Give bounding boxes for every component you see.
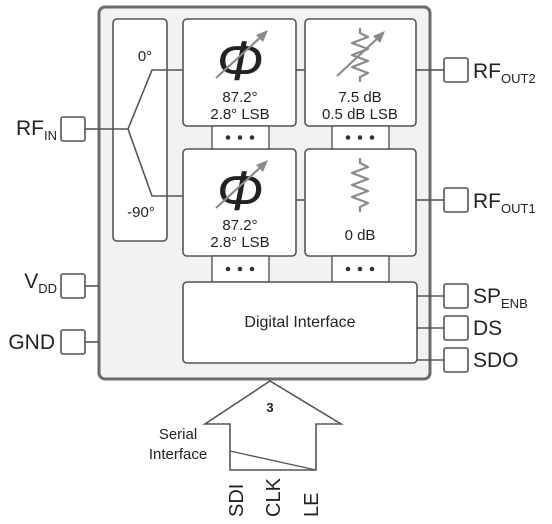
- digital-interface-box: [182, 281, 418, 364]
- digital-interface: Digital Interface: [182, 281, 418, 364]
- sdo-label: SDO: [473, 349, 519, 372]
- splitter-branch-top: [127, 69, 183, 130]
- bus-attenuator-bottom: [331, 255, 390, 283]
- phase-shifter-bottom-lsb: 2.8° LSB: [210, 234, 269, 251]
- attenuator-bottom-value: 0 dB: [345, 227, 376, 244]
- vdd-port: VDD: [24, 270, 99, 299]
- digital-interface-label: Digital Interface: [244, 314, 355, 331]
- serial-interface: 3 Serial Interface SDI CLK LE: [149, 380, 344, 517]
- ds-pad: [443, 315, 469, 341]
- vdd-pad: [60, 273, 86, 299]
- attenuator-top: 7.5 dB 0.5 dB LSB: [304, 18, 417, 127]
- gnd-port: GND: [8, 329, 99, 355]
- rf-out1-pad: [443, 187, 469, 213]
- vdd-label: VDD: [24, 270, 57, 296]
- phase-shifter-icon: Φ: [215, 159, 268, 222]
- rf-in-port: RFIN: [16, 116, 99, 143]
- control-bus-connectors: [211, 125, 390, 283]
- bus-slash: [229, 450, 317, 471]
- sp-enb-port: SPENB: [417, 283, 528, 311]
- serial-interface-arrow: [202, 380, 344, 471]
- serial-label-line1: Serial: [159, 426, 197, 443]
- gnd-label: GND: [8, 331, 55, 354]
- svg-text:Φ: Φ: [217, 29, 264, 92]
- quadrature-splitter: 0° -90°: [99, 18, 183, 242]
- serial-label-line2: Interface: [149, 446, 207, 463]
- rf-in-pad: [60, 116, 86, 142]
- rf-out1-label: RFOUT1: [473, 190, 536, 216]
- phase-shifter-top-lsb: 2.8° LSB: [210, 106, 269, 123]
- pin-le-label: LE: [301, 493, 323, 517]
- phase-shifter-bottom: Φ 87.2° 2.8° LSB: [182, 148, 297, 257]
- pin-clk-label: CLK: [263, 477, 285, 517]
- splitter-branch-bottom: [127, 128, 183, 197]
- rf-in-label: RFIN: [16, 117, 57, 143]
- splitter-0deg-label: 0°: [138, 48, 152, 65]
- svg-text:Φ: Φ: [217, 159, 264, 222]
- gnd-pad: [60, 329, 86, 355]
- sp-enb-label: SPENB: [473, 285, 528, 311]
- ds-port: DS: [417, 315, 502, 341]
- attenuator-bottom: 0 dB: [304, 148, 417, 257]
- splitter-box: [112, 18, 168, 242]
- phase-shifter-top-value: 87.2°: [222, 89, 257, 106]
- variable-attenuator-icon: [336, 28, 385, 82]
- rf-out2-label: RFOUT2: [473, 60, 536, 86]
- attenuator-top-lsb: 0.5 dB LSB: [322, 106, 398, 123]
- bus-phase-top: [211, 125, 270, 150]
- fixed-attenuator-icon: [350, 158, 370, 212]
- splitter-90deg-label: -90°: [127, 204, 155, 221]
- sdo-port: SDO: [417, 347, 519, 373]
- sp-enb-pad: [443, 283, 469, 309]
- phase-shifter-bottom-value: 87.2°: [222, 217, 257, 234]
- bus-attenuator-top: [331, 125, 390, 150]
- bus-phase-bottom: [211, 255, 270, 283]
- rf-out2-port: RFOUT2: [430, 57, 536, 86]
- sdo-pad: [443, 347, 469, 373]
- rf-out1-port: RFOUT1: [430, 187, 536, 216]
- attenuator-top-value: 7.5 dB: [338, 89, 381, 106]
- bus-width-label: 3: [266, 400, 273, 415]
- phase-shifter-icon: Φ: [215, 29, 268, 92]
- rf-out2-pad: [443, 57, 469, 83]
- pin-sdi-label: SDI: [226, 484, 248, 517]
- phase-shifter-top: Φ 87.2° 2.8° LSB: [182, 18, 297, 127]
- ds-label: DS: [473, 317, 502, 340]
